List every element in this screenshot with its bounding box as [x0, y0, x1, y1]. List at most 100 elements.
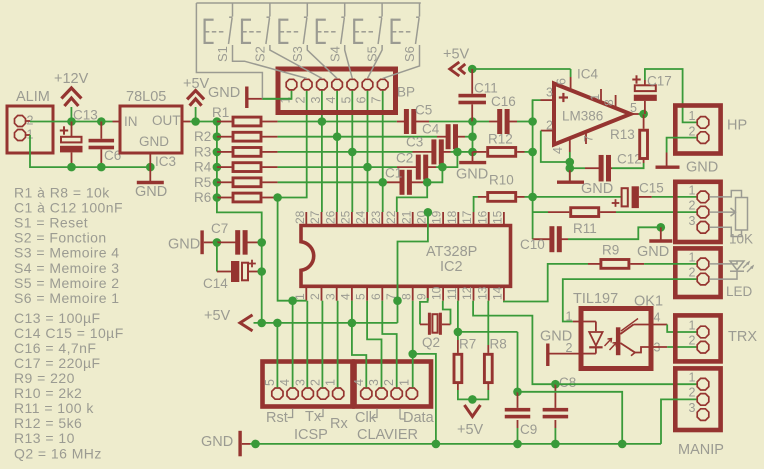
svg-text:S6 = Memoire 1: S6 = Memoire 1 — [14, 290, 120, 306]
svg-text:R10: R10 — [489, 173, 514, 188]
svg-text:27: 27 — [308, 210, 322, 224]
svg-text:25: 25 — [339, 210, 353, 224]
svg-text:17: 17 — [460, 210, 474, 224]
svg-text:R13 = 10: R13 = 10 — [14, 430, 75, 446]
svg-text:R6: R6 — [194, 190, 211, 205]
svg-text:R12 = 5k6: R12 = 5k6 — [14, 415, 82, 431]
svg-text:4: 4 — [551, 147, 565, 154]
svg-text:S3 = Memoire 4: S3 = Memoire 4 — [14, 245, 120, 261]
svg-text:3: 3 — [293, 379, 307, 386]
svg-text:78L05: 78L05 — [126, 89, 166, 105]
svg-text:C1 à C12 100nF: C1 à C12 100nF — [14, 200, 123, 216]
svg-text:1: 1 — [324, 379, 338, 386]
svg-text:R11 = 100 k: R11 = 100 k — [14, 400, 94, 416]
svg-text:Q2 = 16 MHz: Q2 = 16 MHz — [14, 445, 102, 461]
svg-text:3: 3 — [546, 86, 553, 100]
svg-text:S5: S5 — [365, 46, 380, 62]
svg-text:2: 2 — [689, 266, 696, 280]
svg-text:C8: C8 — [559, 375, 576, 390]
svg-text:C15: C15 — [639, 181, 664, 196]
svg-text:3: 3 — [689, 214, 696, 228]
svg-text:1: 1 — [397, 379, 411, 386]
svg-text:1: 1 — [689, 319, 696, 333]
svg-text:R1 à R8 = 10k: R1 à R8 = 10k — [14, 185, 110, 201]
svg-text:S6: S6 — [402, 46, 417, 62]
svg-text:R11: R11 — [573, 221, 597, 236]
svg-text:OK1: OK1 — [634, 294, 663, 310]
svg-text:C5: C5 — [415, 103, 432, 118]
svg-text:R1: R1 — [212, 105, 229, 120]
svg-text:S2: S2 — [253, 46, 268, 62]
svg-text:5: 5 — [630, 101, 637, 115]
svg-text:1: 1 — [566, 310, 573, 324]
svg-text:1: 1 — [689, 183, 696, 197]
svg-text:14: 14 — [491, 286, 505, 300]
svg-text:S2 = Fonction: S2 = Fonction — [14, 230, 107, 246]
svg-text:3: 3 — [323, 293, 337, 300]
svg-text:CLAVIER: CLAVIER — [357, 427, 418, 443]
svg-text:C11: C11 — [474, 81, 498, 96]
svg-text:10: 10 — [430, 286, 444, 300]
svg-text:OUT: OUT — [152, 113, 181, 128]
svg-text:GND: GND — [168, 237, 200, 253]
svg-text:Clk: Clk — [355, 410, 377, 426]
svg-text:5: 5 — [354, 293, 368, 300]
svg-text:C4: C4 — [422, 122, 440, 137]
svg-text:R13: R13 — [610, 127, 635, 142]
svg-text:R2: R2 — [194, 129, 211, 144]
svg-text:1: 1 — [689, 250, 696, 264]
svg-text:10K: 10K — [729, 232, 753, 247]
svg-text:4: 4 — [339, 293, 353, 300]
svg-text:3: 3 — [309, 97, 323, 104]
svg-text:IC4: IC4 — [577, 67, 599, 82]
svg-text:R7: R7 — [459, 337, 476, 352]
svg-text:18: 18 — [445, 210, 459, 224]
svg-text:Q2: Q2 — [422, 335, 440, 350]
svg-text:1: 1 — [293, 293, 307, 300]
svg-text:LM386: LM386 — [562, 109, 603, 124]
svg-text:21: 21 — [399, 210, 413, 224]
svg-text:Data: Data — [403, 410, 435, 426]
svg-text:2: 2 — [689, 334, 696, 348]
svg-text:7: 7 — [384, 293, 398, 300]
svg-text:BP: BP — [397, 85, 415, 100]
svg-text:23: 23 — [369, 210, 383, 224]
svg-text:26: 26 — [323, 210, 337, 224]
svg-text:C14: C14 — [203, 276, 228, 291]
svg-text:2: 2 — [689, 386, 696, 400]
svg-text:R10 = 2k2: R10 = 2k2 — [14, 385, 82, 401]
svg-text:TIL197: TIL197 — [573, 291, 618, 307]
svg-text:ALIM: ALIM — [16, 89, 50, 105]
svg-text:C2: C2 — [396, 151, 413, 166]
svg-text:2: 2 — [308, 293, 322, 300]
svg-text:ICSP: ICSP — [294, 427, 328, 443]
svg-text:C17 = 220µF: C17 = 220µF — [14, 355, 101, 371]
svg-text:GND: GND — [208, 85, 240, 101]
svg-text:GND: GND — [581, 181, 613, 197]
svg-text:2: 2 — [689, 199, 696, 213]
svg-text:C3: C3 — [406, 135, 423, 150]
svg-text:3: 3 — [367, 379, 381, 386]
svg-text:GND: GND — [135, 184, 167, 200]
svg-text:2: 2 — [382, 379, 396, 386]
svg-text:Tx: Tx — [305, 409, 322, 425]
svg-text:4: 4 — [278, 379, 292, 386]
svg-text:6: 6 — [369, 293, 383, 300]
svg-text:1: 1 — [588, 94, 602, 101]
svg-text:+5V: +5V — [443, 47, 470, 63]
svg-text:GND: GND — [139, 134, 169, 149]
svg-text:+5V: +5V — [183, 76, 210, 92]
svg-text:C13 = 100µF: C13 = 100µF — [14, 310, 101, 326]
svg-text:R9 = 220: R9 = 220 — [14, 370, 75, 386]
svg-text:Rx: Rx — [330, 416, 348, 432]
svg-text:2: 2 — [566, 341, 573, 355]
svg-text:1: 1 — [689, 109, 696, 123]
svg-text:S4 = Memoire 3: S4 = Memoire 3 — [14, 260, 120, 276]
svg-text:R8: R8 — [490, 337, 507, 352]
svg-text:GND: GND — [456, 167, 488, 183]
svg-text:MANIP: MANIP — [678, 442, 724, 458]
svg-text:IN: IN — [124, 114, 138, 129]
svg-text:GND: GND — [637, 244, 669, 260]
svg-text:3: 3 — [689, 401, 696, 415]
svg-text:16: 16 — [475, 210, 489, 224]
